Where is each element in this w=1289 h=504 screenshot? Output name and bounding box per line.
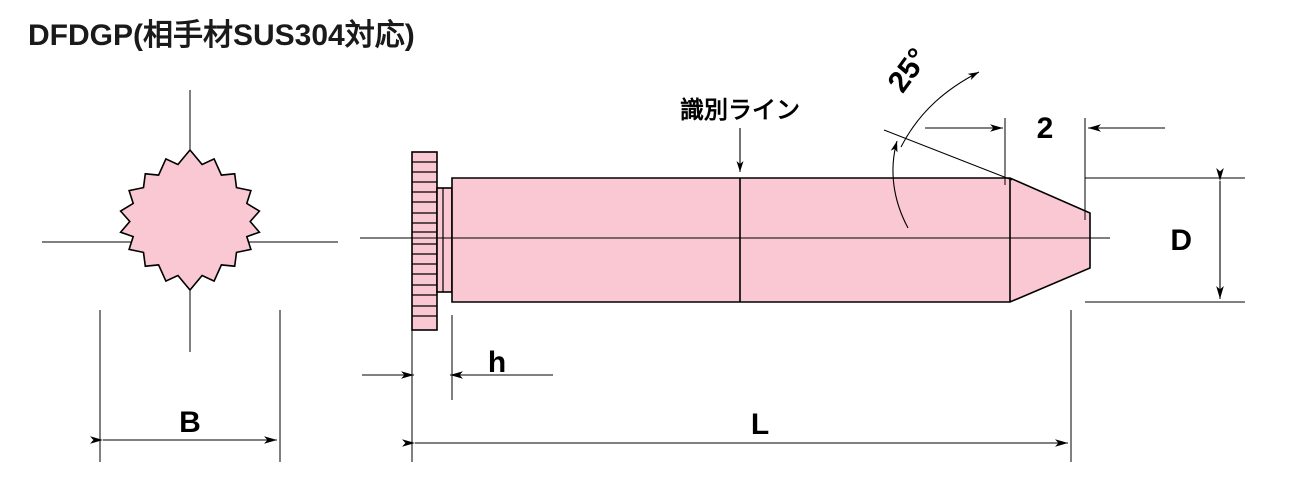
- identification-line-label: 識別ライン: [680, 97, 800, 124]
- chamfer-length-label: 2: [1037, 112, 1054, 145]
- h-dimension-label: h: [488, 346, 506, 379]
- shank-body-with-point: [451, 177, 1091, 303]
- side-view-group: 識別ライン 25° 2 D: [360, 42, 1245, 462]
- angle-arc-upper: [900, 71, 980, 148]
- knurled-head-flange: [411, 151, 438, 331]
- knurled-star-profile: [119, 148, 261, 292]
- angle-arc-lower: [890, 140, 909, 229]
- identification-line-callout: 識別ライン: [680, 97, 800, 172]
- l-dimension-label: L: [751, 408, 769, 441]
- end-view-group: B: [42, 90, 338, 462]
- head-shoulder: [436, 187, 453, 293]
- head-height-dimension: h: [362, 315, 553, 462]
- d-dimension-label: D: [1170, 224, 1192, 257]
- chamfer-length-dimension: 2: [925, 112, 1165, 220]
- overall-length-dimension: L: [402, 310, 1072, 462]
- b-dimension-label: B: [179, 406, 201, 439]
- page-title: DFDGP(相手材SUS304対応): [28, 19, 415, 52]
- diameter-dimension: D: [1085, 168, 1245, 303]
- knurl-serrations: [412, 161, 437, 317]
